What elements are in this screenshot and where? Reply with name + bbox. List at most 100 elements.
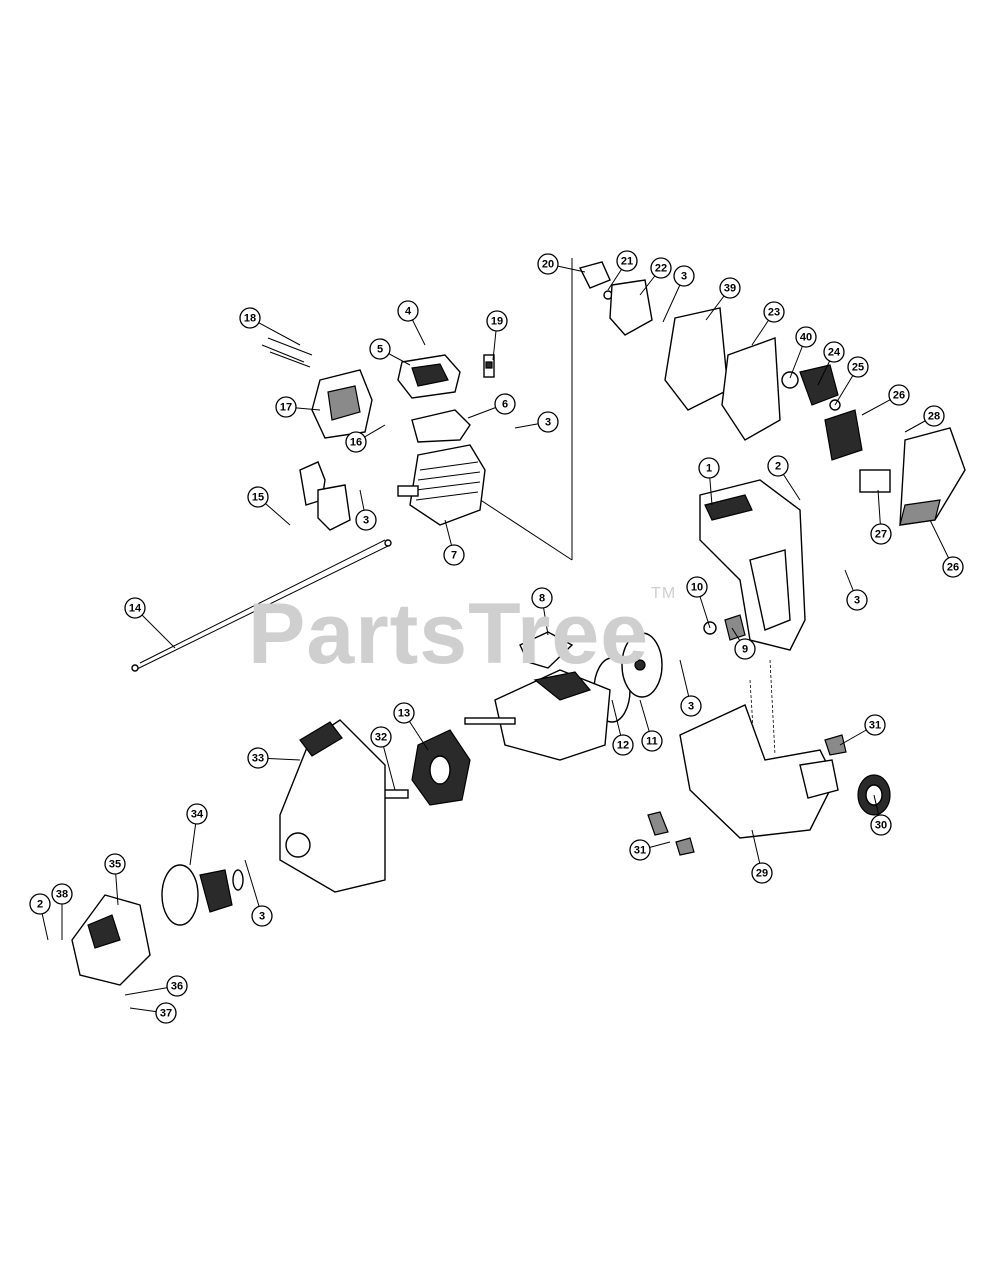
part-gasket-8 bbox=[519, 631, 574, 669]
callout-c19: 19 bbox=[486, 310, 508, 361]
part-carburetor-20-21-22 bbox=[578, 261, 653, 336]
callout-label: 3 bbox=[363, 515, 369, 527]
part-cylinder-cover-5 bbox=[397, 354, 461, 399]
callout-label: 28 bbox=[928, 411, 940, 423]
callout-c9: 9 bbox=[731, 627, 756, 660]
part-throttle-cable-14 bbox=[131, 539, 392, 672]
part-plate-39 bbox=[664, 307, 729, 411]
callout-label: 3 bbox=[688, 701, 694, 713]
part-flywheel-13 bbox=[411, 729, 471, 806]
part-filter-27 bbox=[859, 469, 891, 493]
callout-circle bbox=[650, 257, 672, 279]
callout-c20a: 20 bbox=[537, 253, 586, 275]
part-plate-11 bbox=[621, 632, 663, 698]
callout-c14: 14 bbox=[124, 597, 176, 649]
callout-circle bbox=[51, 883, 73, 905]
part-cylinder-7 bbox=[397, 444, 486, 526]
callout-label: 29 bbox=[756, 868, 768, 880]
callout-circle bbox=[847, 356, 869, 378]
callout-c4: 4 bbox=[397, 300, 426, 346]
callout-label: 39 bbox=[724, 283, 736, 295]
callout-c8: 8 bbox=[531, 587, 553, 636]
callout-label: 19 bbox=[491, 316, 503, 328]
callout-c28: 28 bbox=[904, 405, 945, 433]
callout-c24: 24 bbox=[817, 341, 845, 386]
callout-circle bbox=[275, 396, 297, 418]
callout-c29: 29 bbox=[751, 829, 773, 884]
callout-c1: 1 bbox=[698, 457, 720, 506]
callout-circle bbox=[888, 384, 910, 406]
callout-label: 3 bbox=[545, 417, 551, 429]
callout-c27: 27 bbox=[870, 489, 892, 545]
callout-circle bbox=[629, 839, 651, 861]
callout-circle bbox=[393, 702, 415, 724]
callout-circle bbox=[486, 310, 508, 332]
callout-circle bbox=[763, 301, 785, 323]
callout-circle bbox=[686, 576, 708, 598]
callout-c35: 35 bbox=[104, 853, 126, 906]
callout-label: 12 bbox=[617, 740, 629, 752]
callout-label: 23 bbox=[768, 307, 780, 319]
callout-circle bbox=[923, 405, 945, 427]
callout-circle bbox=[846, 589, 868, 611]
part-clips-31 bbox=[647, 734, 847, 856]
callout-c25: 25 bbox=[834, 356, 869, 406]
callout-circle bbox=[355, 509, 377, 531]
callout-circle bbox=[751, 862, 773, 884]
callout-label: 25 bbox=[852, 362, 864, 374]
part-air-filter-24-25-40 bbox=[781, 364, 841, 411]
part-starter-housing-33 bbox=[279, 719, 386, 893]
part-fuel-tank-29 bbox=[679, 704, 839, 839]
callout-label: 4 bbox=[405, 306, 412, 318]
callout-circle bbox=[494, 393, 516, 415]
callout-c38: 38 bbox=[51, 883, 73, 940]
part-clutch-housing-35 bbox=[71, 894, 151, 986]
callout-c10: 10 bbox=[686, 576, 711, 629]
callout-circle bbox=[166, 975, 188, 997]
callout-c3d: 3 bbox=[844, 569, 868, 611]
part-ignition-module-15 bbox=[299, 461, 351, 531]
callout-label: 16 bbox=[350, 437, 362, 449]
callout-c36: 36 bbox=[124, 975, 188, 997]
callout-label: 27 bbox=[875, 529, 887, 541]
callout-circle bbox=[345, 431, 367, 453]
callout-circle bbox=[397, 300, 419, 322]
callout-circle bbox=[531, 587, 553, 609]
part-filter-housing-26 bbox=[824, 409, 863, 461]
callout-circle bbox=[443, 544, 465, 566]
callout-label: 3 bbox=[681, 271, 687, 283]
callout-circle bbox=[369, 338, 391, 360]
callout-label: 34 bbox=[191, 809, 204, 821]
callout-circle bbox=[870, 814, 892, 836]
callout-circle bbox=[673, 265, 695, 287]
callout-label: 31 bbox=[869, 720, 881, 732]
callout-circle bbox=[870, 523, 892, 545]
callout-label: 13 bbox=[398, 708, 410, 720]
callout-circle bbox=[29, 893, 51, 915]
callout-circle bbox=[612, 734, 634, 756]
callout-label: 24 bbox=[828, 347, 841, 359]
callout-circle bbox=[370, 726, 392, 748]
part-clutch-34 bbox=[161, 864, 244, 926]
callout-label: 10 bbox=[691, 582, 703, 594]
callout-label: 2 bbox=[775, 461, 781, 473]
callout-label: 6 bbox=[502, 399, 508, 411]
callout-label: 17 bbox=[280, 402, 292, 414]
callout-circle bbox=[616, 250, 638, 272]
callout-circle bbox=[641, 730, 663, 752]
callout-c6: 6 bbox=[467, 393, 516, 419]
callout-circle bbox=[155, 1002, 177, 1024]
callout-label: 26 bbox=[947, 562, 959, 574]
callout-c7: 7 bbox=[443, 519, 465, 566]
callout-c40: 40 bbox=[789, 326, 817, 379]
callout-label: 32 bbox=[375, 732, 387, 744]
callout-circle bbox=[719, 277, 741, 299]
callout-label: 35 bbox=[109, 859, 121, 871]
callout-label: 11 bbox=[646, 736, 658, 748]
callout-circle bbox=[104, 853, 126, 875]
part-spark-plug-19 bbox=[483, 354, 495, 378]
callout-label: 14 bbox=[129, 603, 142, 615]
callout-c11: 11 bbox=[639, 699, 663, 752]
callout-c15: 15 bbox=[247, 486, 291, 526]
